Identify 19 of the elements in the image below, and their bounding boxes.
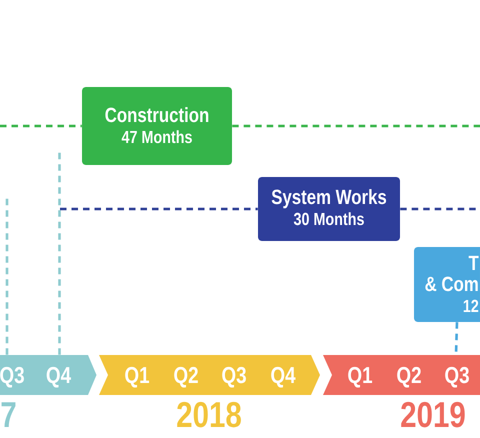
year-label: 2018 <box>177 402 241 428</box>
dashed-line <box>0 124 82 128</box>
quarter-label: Q1 <box>348 366 372 388</box>
quarter-label: Q3 <box>222 366 246 388</box>
dashed-line <box>60 208 258 210</box>
quarter-label: Q4 <box>46 366 71 388</box>
dashed-line <box>232 124 480 128</box>
dashed-line <box>58 150 61 355</box>
year-label: 7 <box>2 402 16 427</box>
quarter-label: Q3 <box>445 366 469 388</box>
quarter-label: Q3 <box>0 366 24 388</box>
quarter-label: Q1 <box>125 366 150 388</box>
phase-box: Construction 47 Months <box>82 87 232 165</box>
phase-box: T & Com 12 <box>414 247 480 322</box>
phase-box: System Works 30 Months <box>258 177 400 241</box>
year-label: 2019 <box>401 402 465 428</box>
quarter-label: Q2 <box>174 366 198 388</box>
quarter-label: Q2 <box>397 366 421 388</box>
quarter-label: Q4 <box>271 366 296 388</box>
